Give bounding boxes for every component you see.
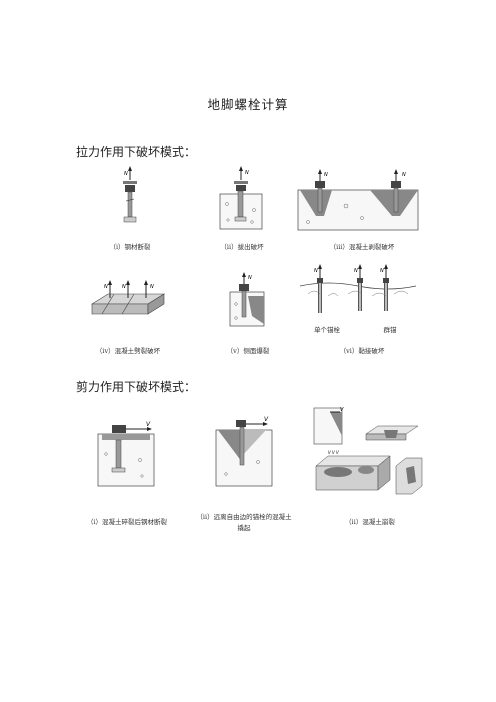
tension-caption-1: （i）钢材断裂 <box>109 243 151 251</box>
svg-text:N: N <box>150 284 154 290</box>
tension-cone-breakout-figure: N N <box>297 169 419 231</box>
shear-caption-3: （ii）混凝土崩裂 <box>345 518 395 526</box>
shear-pryout-figure: V <box>215 416 273 487</box>
svg-text:N: N <box>104 284 108 290</box>
tension-heading: 拉力作用下破坏模式： <box>76 145 197 159</box>
svg-text:N: N <box>402 172 406 178</box>
page-title: 地脚螺栓计算 <box>207 97 289 112</box>
shear-heading: 剪力作用下破坏模式： <box>76 380 197 394</box>
shear-edge-breakout-figure: V V V V <box>313 407 423 495</box>
tension-caption-6: （vi）黏接破坏 <box>339 347 385 355</box>
tension-caption-3: （iii）混凝土剥裂破坏 <box>329 243 395 251</box>
svg-text:V: V <box>264 416 269 423</box>
tension-steel-failure-figure: N <box>123 166 137 223</box>
shear-steel-failure-figure: V <box>97 421 155 487</box>
svg-text:V V V: V V V <box>328 450 339 455</box>
svg-text:V: V <box>146 421 151 428</box>
tension-caption-5: （v）侧面爆裂 <box>226 347 270 355</box>
svg-text:V: V <box>340 407 344 413</box>
tension-bond-failure-figure: N N N <box>299 264 417 313</box>
svg-text:N: N <box>248 275 252 281</box>
svg-text:N: N <box>122 284 126 290</box>
svg-text:N: N <box>245 170 249 176</box>
tension-caption-2: （ii）拔出破坏 <box>220 243 264 251</box>
tension-side-blowout-figure: N <box>229 272 265 327</box>
bond-label-group: 群锚 <box>383 326 397 334</box>
bond-label-single: 单个锚栓 <box>314 326 340 334</box>
tension-caption-4: （iv）混凝土劈裂破坏 <box>95 347 161 355</box>
svg-text:N: N <box>354 268 358 274</box>
shear-caption-2: （ii）远离自由边的锚栓的混凝土 <box>196 513 292 521</box>
svg-text:N: N <box>314 268 318 274</box>
svg-text:N: N <box>324 172 328 178</box>
svg-text:N: N <box>124 171 128 177</box>
svg-text:N: N <box>380 268 384 274</box>
shear-caption-1: （i）混凝土碎裂后钢材断裂 <box>86 518 168 526</box>
tension-splitting-figure: N N N <box>90 280 166 315</box>
shear-caption-2-cont: 撬起 <box>237 524 251 532</box>
tension-pullout-figure: N <box>219 166 263 230</box>
